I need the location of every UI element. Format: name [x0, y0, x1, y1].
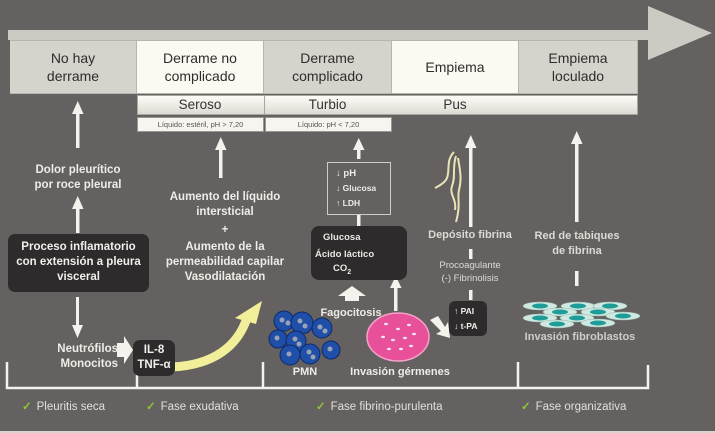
- arrow-up-icon: [215, 137, 227, 178]
- markers-box: ↓ pH ↓ Glucosa ↑ LDH: [327, 162, 391, 215]
- germs-invasion-text: Invasión gérmenes: [350, 366, 450, 378]
- phase-fibrinopurulent: ✓ Fase fibrino-purulenta: [316, 399, 443, 413]
- yellow-curved-arrow-icon: [171, 301, 262, 372]
- fluid-turbid-detail: Líquido: pH < 7,20: [265, 117, 392, 132]
- arrow-up-icon: [353, 138, 365, 159]
- marker-label: PAI: [460, 306, 475, 316]
- glucose-text: Glucosa: [323, 232, 361, 243]
- bottom-border: [0, 431, 715, 433]
- phase-label: Fase organizativa: [535, 401, 627, 413]
- fluid-serous-detail: Líquido: estéril, pH > 7,20: [137, 117, 264, 132]
- check-icon: ✓: [316, 401, 326, 413]
- connector-line: [469, 249, 473, 259]
- timeline-arrow: [8, 6, 712, 60]
- fibrin-septa-text: Red de tabiques de fibrina: [534, 230, 620, 257]
- co2-subscript: 2: [347, 268, 352, 276]
- marker-glucose: ↓ Glucosa: [336, 181, 390, 196]
- interstitial-fluid-text: Aumento del líquido intersticial: [169, 191, 281, 218]
- stage-loculated-empyema: Empiema loculado: [519, 41, 637, 93]
- marker-label: LDH: [342, 198, 361, 208]
- block-arrow-icon: [430, 316, 450, 338]
- connector-line: [469, 290, 473, 300]
- arrow-down-icon: ↓: [336, 168, 341, 179]
- fluid-turbid: Turbio: [308, 97, 347, 112]
- phagocytosis-text: Fagocitosis: [320, 307, 382, 319]
- arrow-up-icon: ↑: [336, 198, 341, 208]
- phase-label: Fase exudativa: [160, 401, 239, 413]
- procoagulant-text: Procoagulante (-) Fibrinolisis: [439, 260, 501, 284]
- phase-exudative: ✓ Fase exudativa: [146, 399, 239, 413]
- connector-line: [575, 271, 579, 286]
- phase-dry-pleuritis: ✓ Pleuritis seca: [22, 399, 105, 413]
- fibrin-strands-icon: [434, 151, 462, 223]
- co2-label: CO: [333, 263, 348, 274]
- fibroblast-invasion-text: Invasión fibroblastos: [524, 331, 636, 343]
- marker-pai: ↑ PAI: [454, 304, 487, 319]
- arrow-up-icon: [465, 135, 477, 227]
- stage-no-effusion: No hay derrame: [10, 41, 136, 93]
- arrow-up-icon: [72, 101, 84, 148]
- stage-label: Empiema loculado: [548, 50, 608, 84]
- plus-sign: +: [221, 224, 229, 236]
- fluid-type-row: [137, 95, 638, 115]
- check-icon: ✓: [22, 401, 32, 413]
- fluid-pus: Pus: [443, 97, 467, 112]
- stage-label: Empiema: [425, 59, 485, 75]
- marker-tpa: ↓ t-PA: [454, 319, 487, 334]
- marker-label: t-PA: [460, 321, 478, 331]
- connector-line: [357, 214, 361, 226]
- pai-box: ↑ PAI ↓ t-PA: [449, 301, 487, 336]
- phase-bracket: [5, 362, 650, 390]
- check-icon: ✓: [146, 401, 156, 413]
- inflammatory-process-box: Proceso inflamatorio con extensión a ple…: [8, 234, 149, 292]
- stage-label: Derrame no complicado: [163, 50, 237, 84]
- metabolism-box: Glucosa Ácido láctico CO2: [311, 226, 407, 280]
- block-arrow-up-icon: [338, 286, 366, 301]
- stage-complicated-effusion: Derrame complicado: [264, 41, 391, 93]
- stage-label: Derrame complicado: [292, 50, 363, 84]
- arrow-down-icon: ↓: [454, 321, 459, 331]
- arrow-up-icon: ↑: [454, 306, 459, 316]
- arrow-down-icon: ↓: [336, 183, 341, 193]
- stage-label: No hay derrame: [46, 50, 100, 84]
- germs-invasion-icon: [366, 312, 430, 362]
- fibrin-deposit-text: Depósito fibrina: [428, 229, 512, 241]
- fluid-serous: Seroso: [178, 97, 222, 112]
- marker-ldh: ↑ LDH: [336, 196, 390, 211]
- block-arrow-right-icon: [117, 336, 133, 364]
- stage-empyema: Empiema: [392, 41, 518, 93]
- permeability-text: Aumento de la permeabilidad capilar Vaso…: [165, 241, 285, 283]
- arrow-down-icon: [72, 297, 83, 338]
- arrow-up-icon: [571, 131, 583, 222]
- stage-uncomplicated-effusion: Derrame no complicado: [137, 41, 263, 93]
- fibroblasts-icon: [522, 301, 641, 329]
- marker-label: pH: [343, 168, 357, 179]
- divider: [264, 96, 265, 114]
- pleuritic-pain-text: Dolor pleurítico por roce pleural: [34, 164, 122, 191]
- lactic-acid-text: Ácido láctico: [315, 249, 375, 260]
- phase-organizing: ✓ Fase organizativa: [521, 399, 626, 413]
- check-icon: ✓: [521, 401, 531, 413]
- co2-text: CO2: [333, 263, 351, 276]
- cytokines-box: IL-8 TNF-α: [133, 340, 175, 376]
- marker-label: Glucosa: [342, 183, 377, 193]
- pmn-text: PMN: [292, 366, 318, 378]
- arrow-up-icon: [390, 276, 402, 311]
- phase-label: Pleuritis seca: [36, 401, 106, 413]
- phase-label: Fase fibrino-purulenta: [330, 401, 443, 413]
- arrow-up-icon: [72, 196, 84, 233]
- neutrophils-monocytes-text: Neutrófilos Monocitos: [57, 343, 118, 370]
- marker-ph: ↓ pH: [336, 166, 390, 181]
- pmn-cells-icon: [268, 310, 341, 366]
